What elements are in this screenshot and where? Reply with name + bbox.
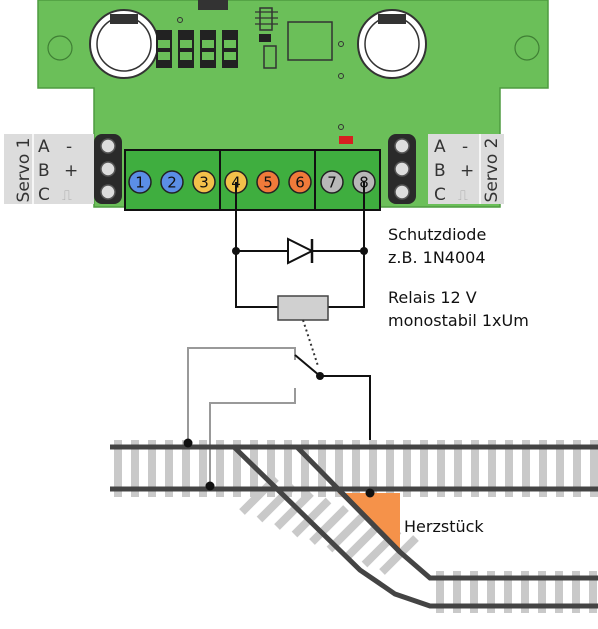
track-tie [309, 505, 349, 545]
resistor-small [259, 34, 271, 42]
servo1-row-a-letter: A [38, 137, 50, 157]
terminal-7[interactable]: 7 [320, 170, 344, 194]
terminal-3[interactable]: 3 [192, 170, 216, 194]
servo1-row-a-sign: - [66, 137, 72, 157]
diode-label-line1: Schutzdiode [388, 225, 486, 244]
servo1-row-b-letter: B [38, 161, 50, 181]
track [110, 440, 598, 613]
terminal-5[interactable]: 5 [256, 170, 280, 194]
capacitor-left-band [110, 14, 138, 24]
terminal-screw [256, 170, 280, 194]
terminal-number: 5 [263, 174, 273, 192]
ic-top [198, 0, 228, 10]
relay-label-line1: Relais 12 V [388, 288, 477, 307]
servo2-label: Servo 2 [482, 138, 502, 203]
frog-label: Herzstück [404, 517, 484, 536]
terminal-number: 3 [199, 174, 209, 192]
servo1-connector: Servo 1 A - B + C ⎍ [4, 134, 122, 205]
track-tie [291, 497, 332, 538]
terminal-screw [288, 170, 312, 194]
mounting-hole-right [514, 35, 540, 61]
terminal-screw [192, 170, 216, 194]
servo2-row-b-letter: B [434, 161, 446, 181]
diode-symbol [287, 237, 315, 265]
diode-label-line2: z.B. 1N4004 [388, 248, 486, 267]
terminal-screw [160, 170, 184, 194]
junction-frog [365, 488, 375, 498]
servo1-row-c-letter: C [38, 185, 50, 205]
capacitor-right-band [378, 14, 406, 24]
servo2-row-c-letter: C [434, 185, 446, 205]
servo2-connector: A - B + C ⎍ Servo 2 [388, 134, 504, 205]
ic-small [259, 7, 273, 31]
capacitor-right [357, 9, 427, 79]
wire-terminal-8 [328, 182, 365, 308]
relay-common-node [316, 372, 324, 380]
wire-terminal-4 [235, 182, 278, 308]
relay-no-contact [187, 347, 296, 443]
junction-rail-bottom [205, 481, 215, 491]
terminal-screw [128, 170, 152, 194]
servo2-row-b-sign: + [460, 161, 474, 181]
relay-coil [277, 295, 329, 321]
servo1-label: Servo 1 [14, 138, 34, 203]
terminal-number: 2 [167, 174, 177, 192]
servo1-label-panel [4, 134, 94, 204]
component-array [156, 30, 238, 68]
junction-right-top [360, 247, 368, 255]
servo2-row-c-sign: ⎍ [458, 188, 468, 204]
relay-label-line2: monostabil 1xUm [388, 311, 529, 330]
status-led [339, 136, 353, 144]
terminal-number: 7 [327, 174, 337, 192]
terminal-2[interactable]: 2 [160, 170, 184, 194]
relay-switch-arm [294, 354, 321, 377]
terminal-screw [320, 170, 344, 194]
relay-link [302, 319, 319, 367]
rail-branch-outer [232, 445, 598, 609]
junction-rail-top [183, 438, 193, 448]
track-tie [274, 490, 314, 530]
terminal-number: 6 [295, 174, 305, 192]
servo1-row-b-sign: + [64, 161, 78, 181]
terminal-number: 1 [135, 174, 145, 192]
terminal-6[interactable]: 6 [288, 170, 312, 194]
servo2-row-a-sign: - [462, 137, 468, 157]
mounting-hole-left [47, 35, 73, 61]
junction-left-top [232, 247, 240, 255]
servo2-label-panel [428, 134, 504, 204]
chip-outline [287, 21, 333, 61]
track-tie [379, 535, 419, 575]
servo2-row-a-letter: A [434, 137, 446, 157]
terminal-1[interactable]: 1 [128, 170, 152, 194]
frog-rail [336, 487, 402, 554]
branch-track-ties [239, 475, 597, 613]
chip-square [263, 45, 277, 69]
servo1-row-c-sign: ⎍ [62, 188, 72, 204]
